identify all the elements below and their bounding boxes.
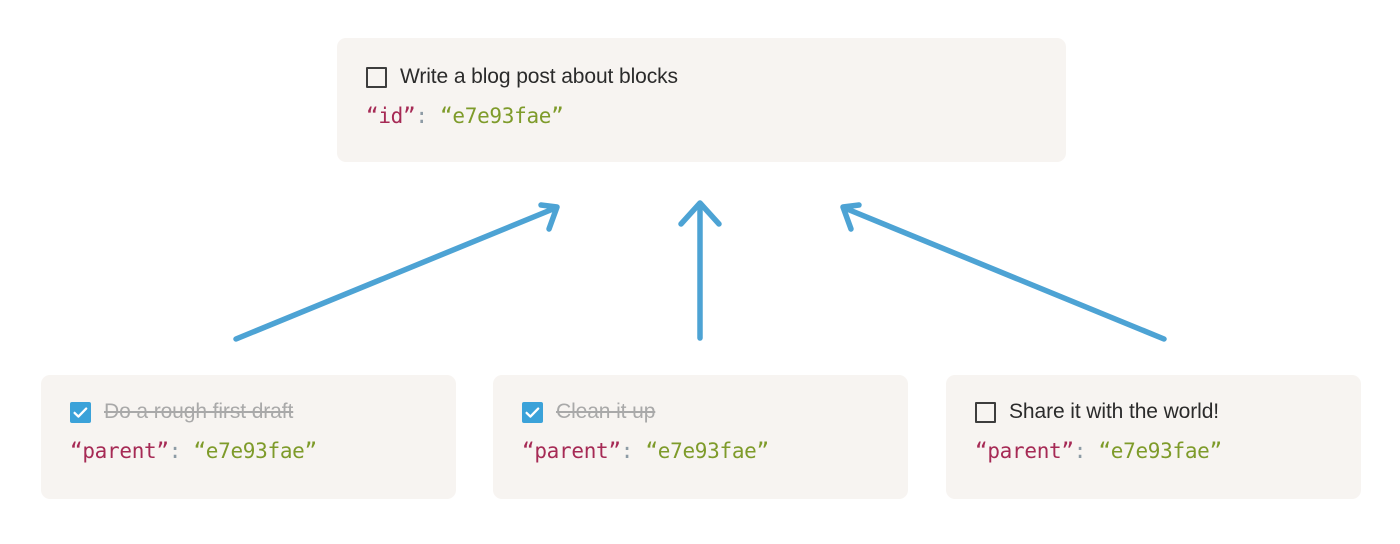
json-value-root: “e7e93fae” bbox=[440, 104, 564, 128]
todo-label-child-2: Share it with the world! bbox=[1009, 400, 1220, 423]
json-value-child-0: “e7e93fae” bbox=[193, 439, 317, 463]
json-colon-child-0: : bbox=[168, 439, 182, 463]
card-content-root: Write a blog post about blocks “id”: “e7… bbox=[366, 64, 1050, 130]
checked-checkbox-icon[interactable] bbox=[522, 401, 543, 423]
block-card-child-1[interactable]: Clean it up “parent”: “e7e93fae” bbox=[493, 375, 908, 499]
json-row-child-2: “parent”: “e7e93fae” bbox=[975, 437, 1345, 465]
json-colon-child-1: : bbox=[620, 439, 634, 463]
json-row-child-1: “parent”: “e7e93fae” bbox=[522, 437, 892, 465]
json-value-child-1: “e7e93fae” bbox=[645, 439, 769, 463]
todo-label-root: Write a blog post about blocks bbox=[400, 65, 678, 88]
json-key-child-1: “parent” bbox=[522, 439, 621, 463]
json-colon-root: : bbox=[415, 104, 428, 128]
json-value-child-2: “e7e93fae” bbox=[1098, 439, 1222, 463]
todo-row-child-1: Clean it up bbox=[522, 399, 892, 425]
arrow-child-2-to-root bbox=[840, 202, 1167, 342]
card-content-child-0: Do a rough first draft “parent”: “e7e93f… bbox=[70, 399, 440, 465]
card-content-child-1: Clean it up “parent”: “e7e93fae” bbox=[522, 399, 892, 465]
arrow-child-1-to-root bbox=[678, 200, 722, 341]
todo-label-child-1: Clean it up bbox=[556, 400, 656, 423]
todo-row-child-2: Share it with the world! bbox=[975, 399, 1345, 425]
arrow-child-0-to-root bbox=[233, 202, 560, 342]
json-colon-child-2: : bbox=[1073, 439, 1087, 463]
json-row-root: “id”: “e7e93fae” bbox=[366, 102, 1050, 130]
block-card-child-2[interactable]: Share it with the world! “parent”: “e7e9… bbox=[946, 375, 1361, 499]
card-content-child-2: Share it with the world! “parent”: “e7e9… bbox=[975, 399, 1345, 465]
json-key-root: “id” bbox=[366, 104, 416, 128]
json-key-child-0: “parent” bbox=[70, 439, 169, 463]
todo-row-root: Write a blog post about blocks bbox=[366, 64, 1050, 90]
json-key-child-2: “parent” bbox=[975, 439, 1074, 463]
todo-label-child-0: Do a rough first draft bbox=[104, 400, 294, 423]
empty-checkbox-icon[interactable] bbox=[975, 401, 996, 423]
empty-checkbox-icon[interactable] bbox=[366, 66, 387, 88]
block-card-root[interactable]: Write a blog post about blocks “id”: “e7… bbox=[337, 38, 1066, 162]
checked-checkbox-icon[interactable] bbox=[70, 401, 91, 423]
block-card-child-0[interactable]: Do a rough first draft “parent”: “e7e93f… bbox=[41, 375, 456, 499]
json-row-child-0: “parent”: “e7e93fae” bbox=[70, 437, 440, 465]
todo-row-child-0: Do a rough first draft bbox=[70, 399, 440, 425]
